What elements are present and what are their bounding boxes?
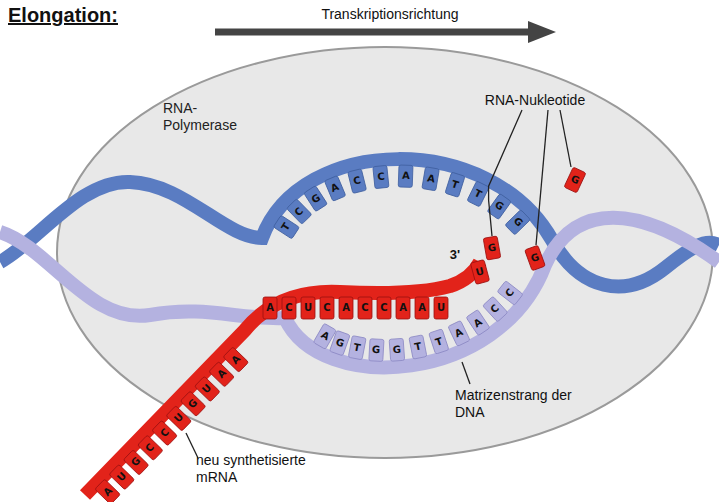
base-letter: A [426, 173, 435, 184]
base-tab [301, 297, 315, 319]
base-letter: U [437, 303, 445, 313]
base-tab [358, 297, 372, 319]
mrna-label: neu synthetisierte mRNA [196, 452, 326, 486]
template-label: Matrizenstrang der DNA [455, 387, 590, 421]
base-tab [138, 435, 164, 460]
three-prime-label: 3' [450, 247, 460, 262]
polymerase-ellipse: RNA-Polymerase [55, 45, 715, 460]
base-letter: C [323, 303, 330, 313]
base-letter: C [380, 303, 387, 313]
base-letter: C [377, 172, 385, 183]
base-tab [396, 297, 410, 319]
direction-label: Transkriptionsrichtung [321, 6, 458, 22]
base-tab [369, 339, 384, 362]
base-tab [152, 420, 178, 445]
base-letter: A [342, 303, 350, 313]
base-letter: A [266, 303, 274, 313]
enzyme-label: RNA-Polymerase [163, 100, 263, 134]
base-tab [320, 297, 334, 319]
direction-arrow [215, 21, 556, 43]
base-letter: U [304, 303, 312, 313]
base-tab [434, 297, 448, 319]
base-tab [282, 297, 296, 319]
base-tab [377, 297, 391, 319]
base-tab [123, 450, 149, 475]
base-letter: G [372, 345, 381, 355]
base-letter: C [361, 303, 368, 313]
base-letter: G [392, 345, 401, 356]
base-letter: A [418, 303, 426, 313]
base-tab [389, 338, 405, 361]
base-tab [398, 165, 413, 187]
ellipse-outline [55, 45, 715, 460]
base-tab [373, 165, 389, 188]
base-letter: T [414, 341, 423, 352]
nucleotide-label: RNA-Nukleotide [485, 92, 585, 108]
base-letter: C [285, 303, 292, 313]
base-tab [263, 297, 277, 319]
base-tab [95, 479, 121, 502]
base-letter: G [487, 242, 497, 253]
base-letter: A [402, 171, 410, 181]
base-letter: A [399, 303, 407, 313]
title: Elongation: [8, 4, 118, 27]
base-tab [339, 297, 353, 319]
base-tab [109, 464, 135, 489]
base-tab [415, 297, 429, 319]
